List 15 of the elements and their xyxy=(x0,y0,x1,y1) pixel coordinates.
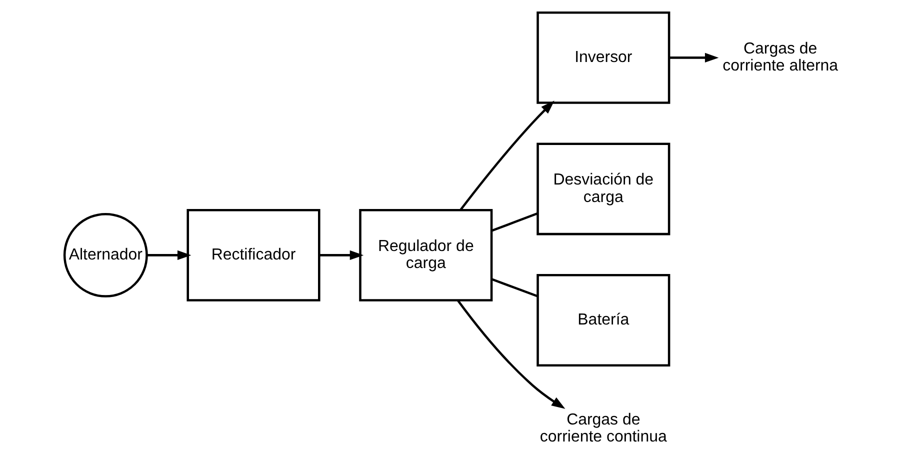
connector xyxy=(490,212,538,232)
node-circle: Alternador xyxy=(62,212,148,298)
node-box: Desviación de carga xyxy=(536,142,670,236)
node-box: Regulador de carga xyxy=(358,208,492,302)
arrow xyxy=(456,300,565,409)
node-box: Batería xyxy=(536,274,670,366)
arrow xyxy=(668,52,718,62)
node-text: Cargas de corriente continua xyxy=(539,411,666,446)
arrow xyxy=(318,250,364,260)
connector xyxy=(490,278,538,298)
arrow xyxy=(146,250,191,260)
node-box: Rectificador xyxy=(186,208,320,302)
node-text: Cargas de corriente alterna xyxy=(722,40,838,74)
node-box: Inversor xyxy=(536,11,670,104)
arrow xyxy=(459,100,554,211)
